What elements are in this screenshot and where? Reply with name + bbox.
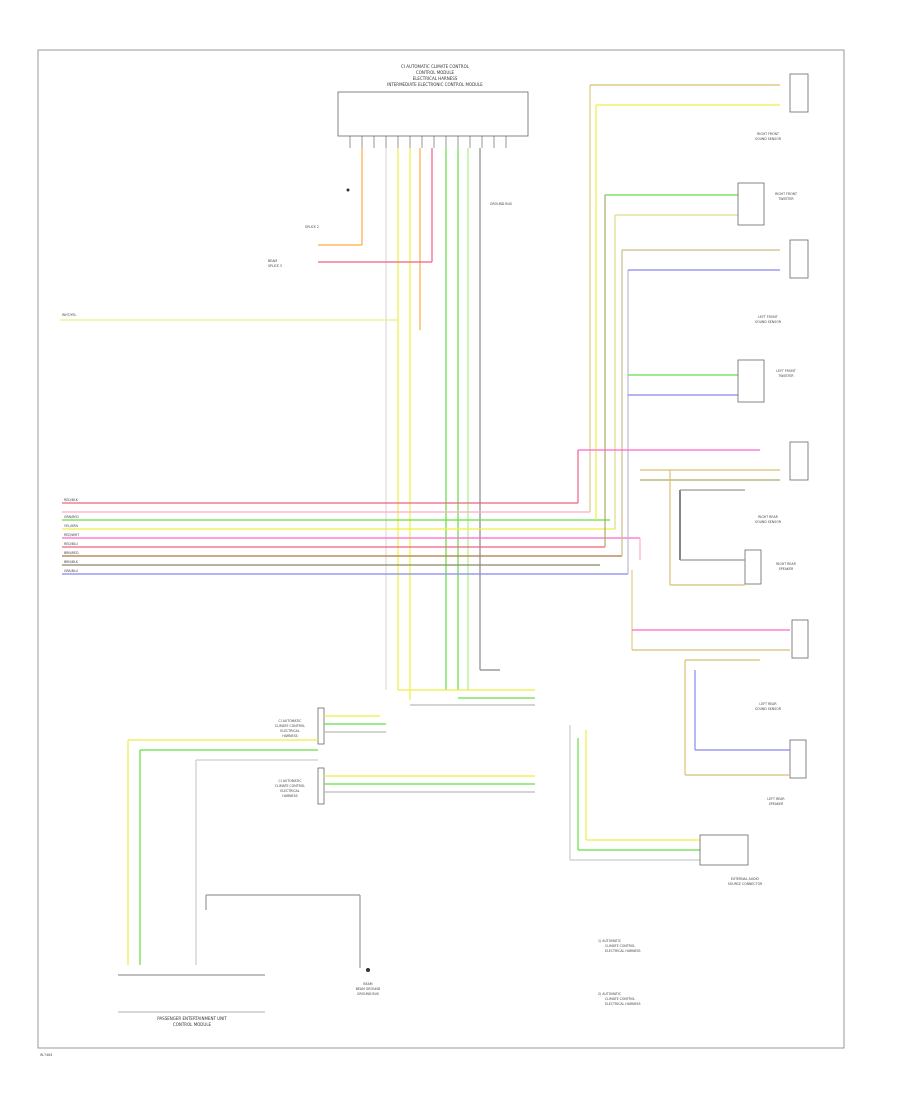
right-front-sound-sensor-label-2: SOUND SENSOR: [755, 137, 782, 141]
external-audio-connector: EXTERNAL AUDIO SOURCE CONNECTOR: [699, 834, 763, 886]
bus-tag-1: RED/BLK: [64, 498, 79, 502]
mid-module-1-label-4: HARNESS: [282, 734, 297, 738]
left-front-tweeter-box: [737, 359, 765, 403]
note-2-line-2: CLIMATE CONTROL: [605, 997, 635, 1001]
right-rear-speaker-box: [744, 549, 762, 585]
mid-module-2-label-3: ELECTRICAL: [280, 789, 300, 793]
right-front-branches: [590, 84, 780, 396]
bottom-module: PASSENGER ENTERTAINMENT UNIT CONTROL MOD…: [118, 974, 265, 1027]
note-1-line-2: CLIMATE CONTROL: [605, 944, 635, 948]
mid-module-2-label-4: HARNESS: [282, 794, 297, 798]
left-front-sound-sensor-label-2: SOUND SENSOR: [755, 320, 782, 324]
left-front-sound-sensor-label-1: LEFT FRONT: [758, 315, 777, 319]
footer-code: W-7464: [40, 1053, 52, 1057]
diagram-frame: [37, 49, 845, 1049]
notes: 1) AUTOMATIC CLIMATE CONTROL ELECTRICAL …: [598, 939, 641, 1006]
right-rear-sound-sensor-box: [789, 441, 809, 481]
bus-tag-6: BRN/RED: [64, 551, 79, 555]
top-module-wires: [60, 148, 481, 700]
bottom-module-label-1: PASSENGER ENTERTAINMENT UNIT: [157, 1016, 227, 1021]
top-module-title-3: ELECTRICAL HARNESS: [413, 76, 458, 81]
top-module-title-1: CI AUTOMATIC CLIMATE CONTROL: [401, 64, 470, 69]
left-bus-wires: [62, 502, 640, 575]
left-front-tweeter-label-2: TWEETER: [777, 374, 794, 378]
right-rear-speaker-label-2: SPEAKER: [779, 567, 794, 571]
note-1-line-3: ELECTRICAL HARNESS: [605, 949, 641, 953]
splice-left-label-2: SPLICE 3: [268, 264, 282, 268]
note-1-line-1: 1) AUTOMATIC: [598, 939, 622, 943]
right-rear-speaker-label-1: RIGHT REAR: [776, 562, 796, 566]
right-trunk-wires: [577, 85, 760, 574]
top-module-title-4: INTERMEDIATE ELECTRONIC CONTROL MODULE: [387, 82, 483, 87]
left-bus-tags: RED/BLK GRN/RED YEL/GRN RED/WHT RED/BLU …: [64, 498, 79, 573]
right-front-tweeter-box: [737, 182, 765, 226]
splice-top-label: SPLICE 2: [305, 225, 319, 229]
left-front-sound-sensor-box: [789, 239, 809, 279]
mid-module-1-label-2: CLIMATE CONTROL: [275, 724, 305, 728]
left-rear-speaker-label-2: SPEAKER: [769, 802, 784, 806]
left-rear-speaker-box: [789, 739, 807, 779]
bottom-ground: BEAM BEAM GROUND GROUND BUS: [356, 968, 381, 996]
bus-tag-3: YEL/GRN: [64, 524, 78, 528]
left-front-tweeter-label-1: LEFT FRONT: [776, 369, 795, 373]
right-front-tweeter-label-1: RIGHT FRONT: [775, 192, 797, 196]
mid-module-2-label-2: CLIMATE CONTROL: [275, 784, 305, 788]
mid-modules: CI AUTOMATIC CLIMATE CONTROL ELECTRICAL …: [275, 707, 325, 805]
left-rear-speaker-label-1: LEFT REAR: [767, 797, 785, 801]
external-audio-label-1: EXTERNAL AUDIO: [731, 877, 760, 881]
top-module: CI AUTOMATIC CLIMATE CONTROL CONTROL MOD…: [337, 64, 529, 206]
right-components: RIGHT FRONT SOUND SENSOR RIGHT FRONT TWE…: [737, 73, 809, 806]
splice-left-label-1: BEAM: [268, 259, 277, 263]
mid-module-1-label-1: CI AUTOMATIC: [279, 719, 303, 723]
top-module-title-2: CONTROL MODULE: [416, 70, 455, 75]
mid-module-2-label-1: CI AUTOMATIC: [279, 779, 303, 783]
bus-tag-8: GRA/BLU: [64, 569, 79, 573]
bus-tag-4: RED/WHT: [64, 533, 79, 537]
mid-wires: [127, 669, 700, 968]
right-rear-sound-sensor-label-2: SOUND SENSOR: [755, 520, 782, 524]
left-rear-sound-sensor-label-1: LEFT REAR: [759, 702, 777, 706]
splice-top-dot: [346, 188, 350, 192]
ground-bottom-label-3: GROUND BUS: [357, 992, 379, 996]
right-front-tweeter-label-2: TWEETER: [777, 197, 794, 201]
left-rear-sound-sensor-label-2: SOUND SENSOR: [755, 707, 782, 711]
right-rear-sound-sensor-label-1: RIGHT REAR: [758, 515, 778, 519]
ground-bottom-label-1: BEAM: [363, 982, 372, 986]
left-rear-sound-sensor-box: [791, 619, 809, 659]
mid-module-1-label-3: ELECTRICAL: [280, 729, 300, 733]
note-2-line-3: ELECTRICAL HARNESS: [605, 1002, 641, 1006]
right-front-sound-sensor-box: [789, 73, 809, 113]
ground-top-label: GROUND BUS: [490, 202, 512, 206]
note-2-line-1: 2) AUTOMATIC: [598, 992, 622, 996]
right-front-sound-sensor-label-1: RIGHT FRONT: [757, 132, 779, 136]
bus-tag-7: BRN/BLK: [64, 560, 79, 564]
bottom-module-label-2: CONTROL MODULE: [173, 1022, 212, 1027]
external-audio-label-2: SOURCE CONNECTOR: [728, 882, 763, 886]
bus-tag-5: RED/BLU: [64, 542, 79, 546]
ground-bottom-label-2: BEAM GROUND: [356, 987, 381, 991]
bus-tag-2: GRN/RED: [64, 515, 79, 519]
wire-left-top-label: WHT/YEL: [62, 313, 77, 317]
right-rear-wires: [631, 469, 790, 776]
